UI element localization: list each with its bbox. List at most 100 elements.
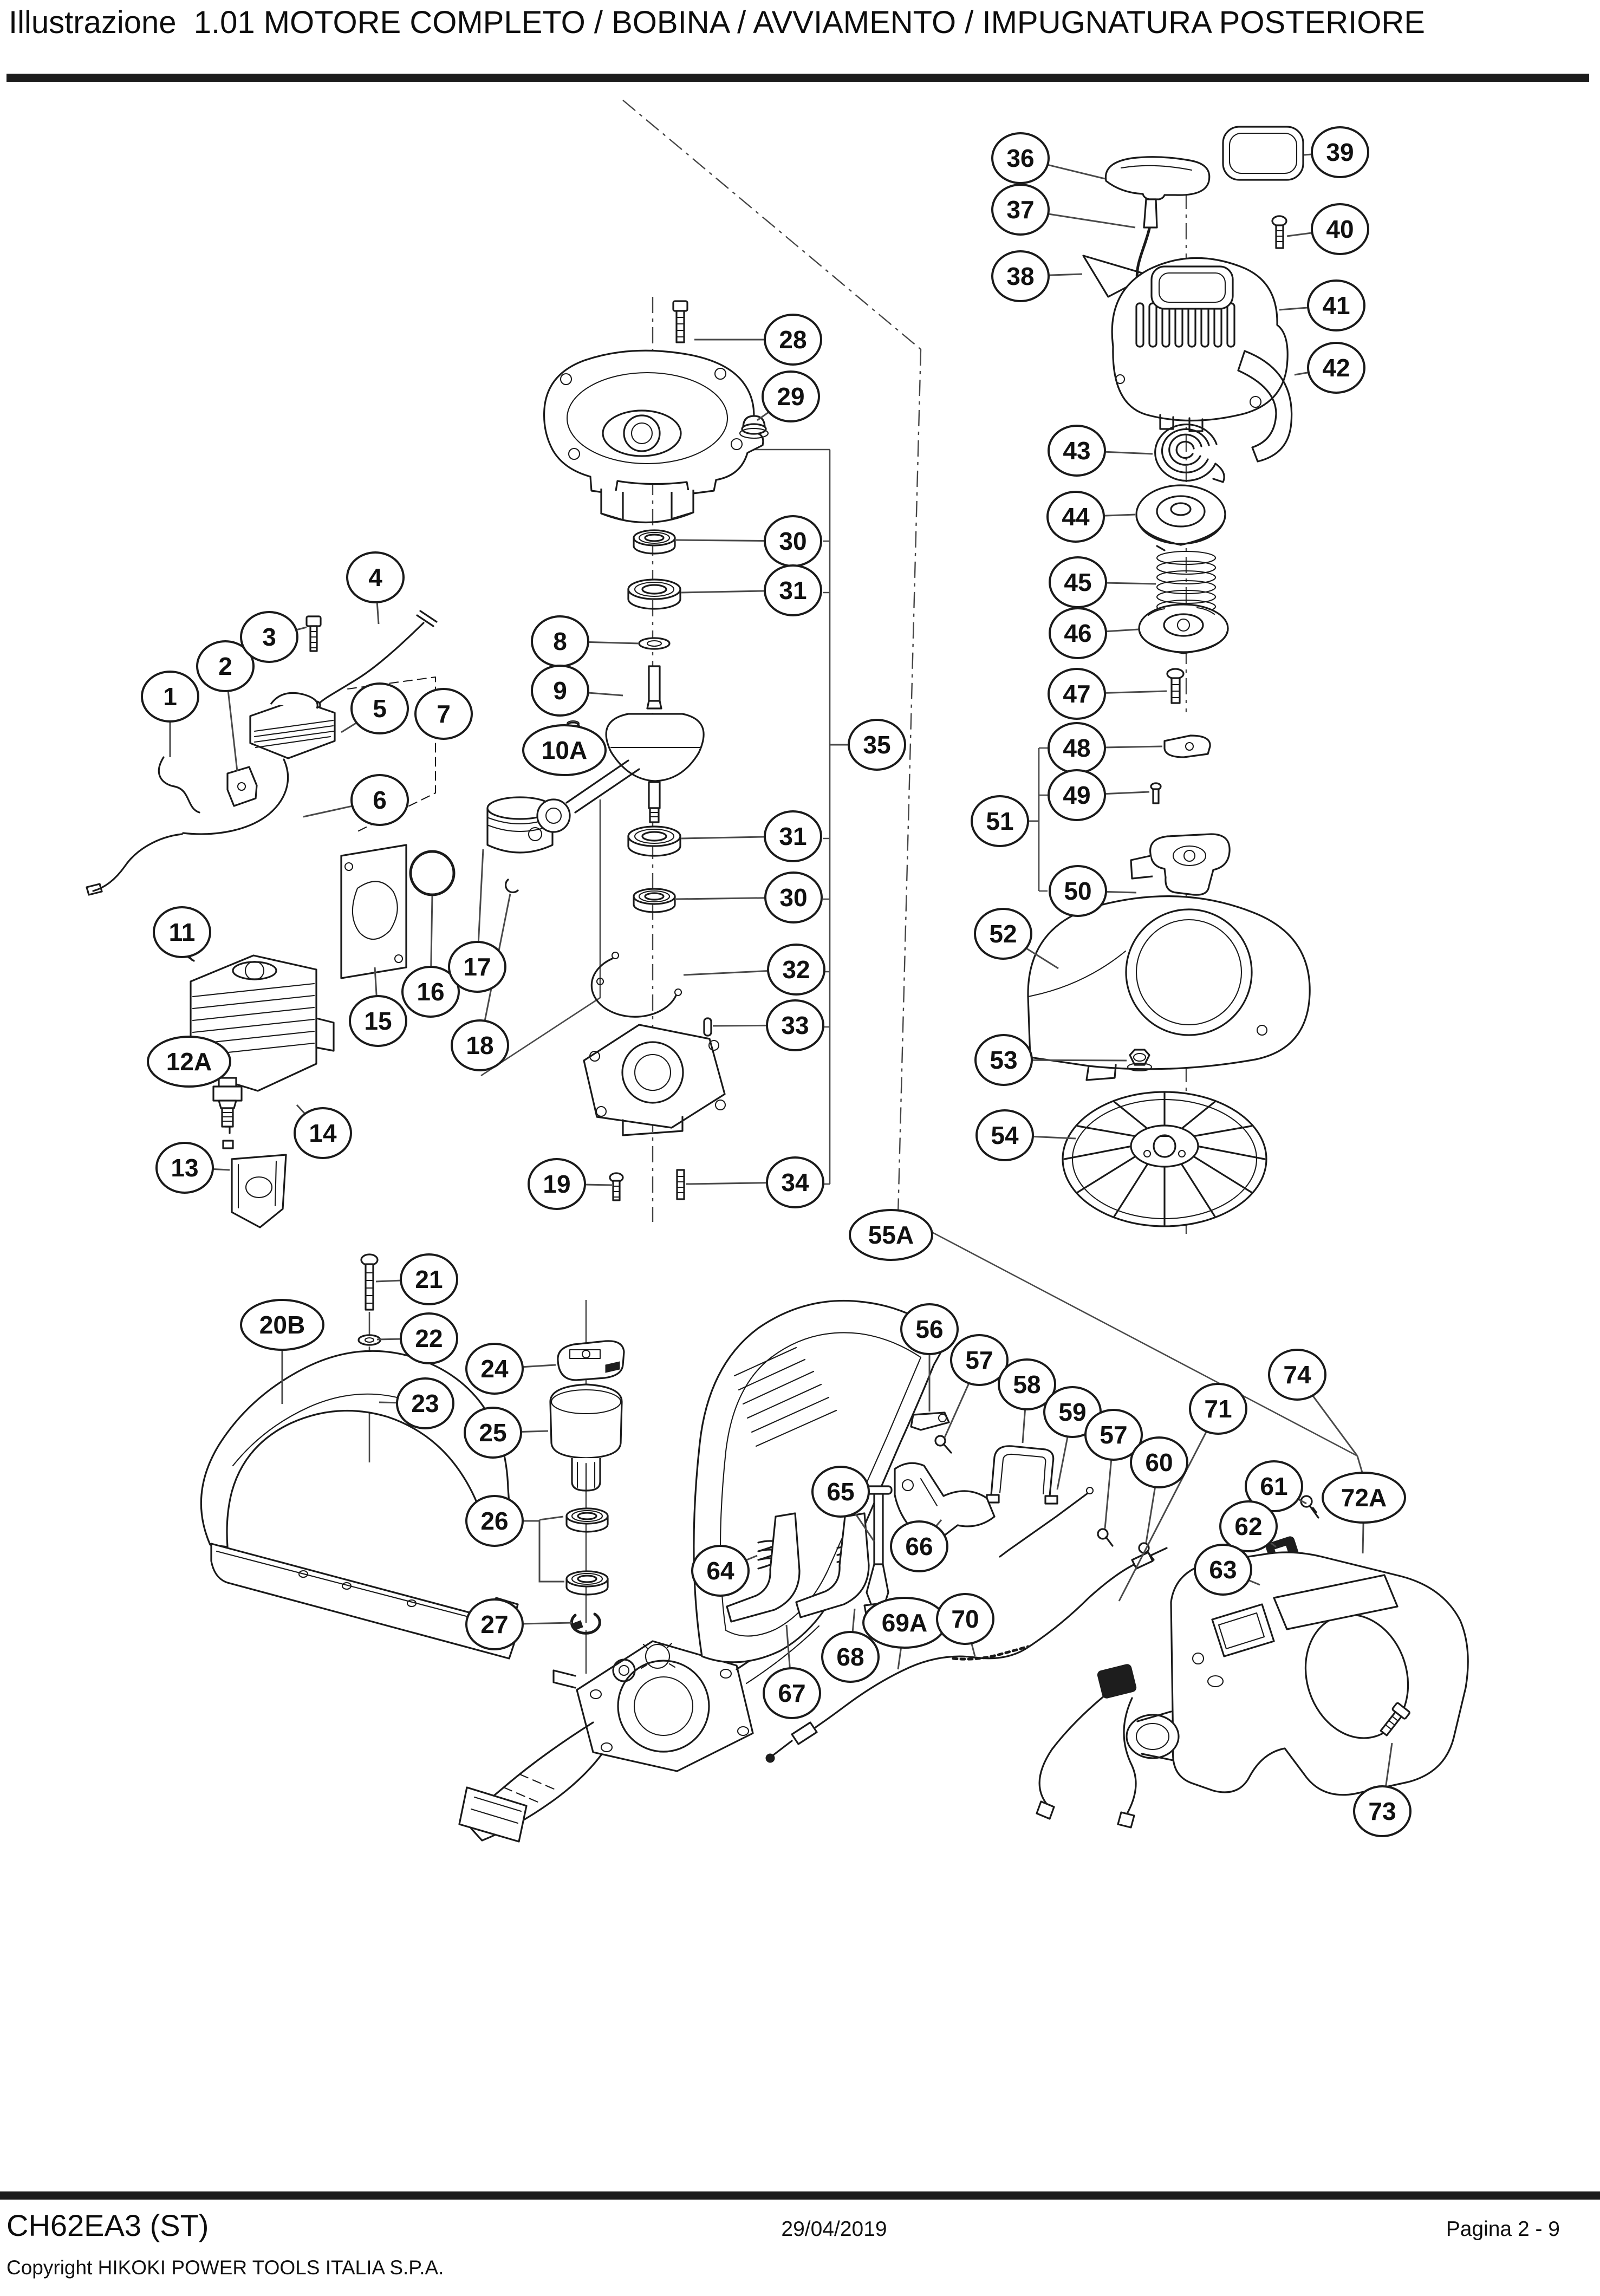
part-rope-reel-44 (1135, 484, 1226, 546)
callout-bubble (764, 564, 822, 616)
callout-bubble (1189, 1383, 1247, 1435)
callout-number: 45 (1064, 568, 1091, 596)
callout-33: 33 (766, 999, 824, 1051)
callout-number: 68 (836, 1643, 864, 1671)
callout-55A: 55A (849, 1209, 933, 1261)
part-crankcase-lower (583, 1024, 726, 1136)
callout-56: 56 (900, 1303, 959, 1355)
part-bearing-26b (565, 1570, 609, 1596)
callout-14: 14 (294, 1107, 352, 1159)
callout-number: 19 (543, 1170, 570, 1198)
part-bracket-58 (986, 1445, 1058, 1505)
callout-66: 66 (890, 1520, 948, 1572)
callout-16: 16 (401, 966, 460, 1018)
callout-bubble (153, 906, 211, 958)
callout-bubble (1353, 1785, 1412, 1837)
callout-number: 50 (1064, 877, 1091, 905)
leader-line-71 (1118, 1408, 1219, 1602)
callout-number: 70 (951, 1605, 979, 1633)
part-spiral-spring-43 (1154, 424, 1225, 483)
callout-bubble (400, 1312, 458, 1364)
callout-number: 66 (905, 1532, 933, 1560)
bracket-51 (1038, 747, 1048, 892)
callout-number: 10A (542, 736, 587, 764)
callout-number: 26 (480, 1507, 508, 1535)
callout-bubble (975, 1109, 1034, 1161)
callout-number: 8 (553, 627, 567, 655)
callout-number: 51 (986, 807, 1013, 835)
callout-bubble (1048, 668, 1106, 720)
part-piston-ring-16 (409, 850, 456, 896)
footer-copyright: Copyright HIKOKI POWER TOOLS ITALIA S.P.… (6, 2256, 444, 2279)
part-nut-53 (1127, 1049, 1153, 1072)
callout-bubble (1268, 1349, 1326, 1401)
callout-number: 49 (1063, 781, 1090, 809)
callout-bubble (691, 1545, 750, 1597)
callout-bubble (522, 724, 607, 776)
part-screw-40 (1271, 215, 1287, 249)
callout-bubble (991, 184, 1050, 236)
callout-39: 39 (1311, 126, 1369, 178)
callout-54: 54 (975, 1109, 1034, 1161)
callout-number: 74 (1283, 1361, 1311, 1389)
part-ratchet-pulley-46 (1138, 603, 1229, 654)
part-crankcase-upper-35 (543, 349, 764, 524)
callout-bubble (465, 1598, 524, 1650)
part-spark-plug-12A (212, 1077, 243, 1149)
callout-3: 3 (240, 611, 298, 663)
callout-bubble (764, 871, 823, 923)
part-wire-1 (158, 756, 200, 814)
callout-bubble (766, 999, 824, 1051)
callout-bubble (1307, 279, 1365, 331)
callout-bubble (890, 1520, 948, 1572)
callout-bubble (1245, 1460, 1303, 1512)
callout-number: 71 (1204, 1395, 1232, 1423)
part-stud-34 (676, 1169, 685, 1200)
part-lever-56 (910, 1412, 950, 1431)
callout-49: 49 (1048, 769, 1106, 821)
part-engine-mount-13 (231, 1154, 287, 1228)
callout-bubble (1048, 425, 1106, 477)
page-title: Illustrazione 1.01 MOTORE COMPLETO / BOB… (9, 5, 1425, 40)
callout-number: 31 (779, 576, 806, 604)
callout-bubble (464, 1407, 522, 1459)
callout-36: 36 (991, 132, 1050, 184)
callout-bubble (400, 1253, 458, 1305)
callout-number: 57 (965, 1346, 993, 1374)
callout-bubble (401, 966, 460, 1018)
callout-61: 61 (1245, 1460, 1303, 1512)
callout-bubble (349, 995, 407, 1047)
callout-number: 6 (373, 786, 387, 814)
callout-number: 21 (415, 1265, 443, 1293)
callout-number: 14 (309, 1119, 337, 1147)
callout-51: 51 (971, 795, 1029, 847)
callout-bubble (1322, 1472, 1406, 1524)
part-washer-8 (638, 637, 671, 650)
part-screw-61 (1300, 1495, 1319, 1519)
callout-11: 11 (153, 906, 211, 958)
callout-6: 6 (350, 774, 409, 826)
callout-number: 9 (553, 677, 567, 705)
callout-number: 48 (1063, 734, 1090, 762)
callout-bubble (465, 1495, 524, 1547)
callout-number: 46 (1064, 619, 1091, 647)
callout-number: 73 (1368, 1797, 1396, 1825)
callout-2: 2 (196, 640, 255, 692)
callout-number: 22 (415, 1324, 443, 1352)
callout-17: 17 (448, 941, 506, 993)
callout-bubble (991, 250, 1050, 302)
callout-number: 3 (262, 623, 276, 651)
part-flywheel-54 (1062, 1091, 1267, 1227)
callout-number: 57 (1100, 1421, 1127, 1449)
callout-50: 50 (1049, 865, 1107, 917)
callout-number: 38 (1006, 262, 1034, 290)
callout-bubble (1311, 203, 1369, 255)
callout-bubble (1049, 607, 1107, 659)
part-starter-cluster (1027, 126, 1311, 1227)
callout-bubble (763, 1667, 821, 1719)
callout-46: 46 (1049, 607, 1107, 659)
callout-58: 58 (998, 1358, 1056, 1410)
callout-26: 26 (465, 1495, 524, 1547)
callout-52: 52 (974, 908, 1032, 960)
part-ratchet-guide-50-51 (1130, 833, 1231, 927)
